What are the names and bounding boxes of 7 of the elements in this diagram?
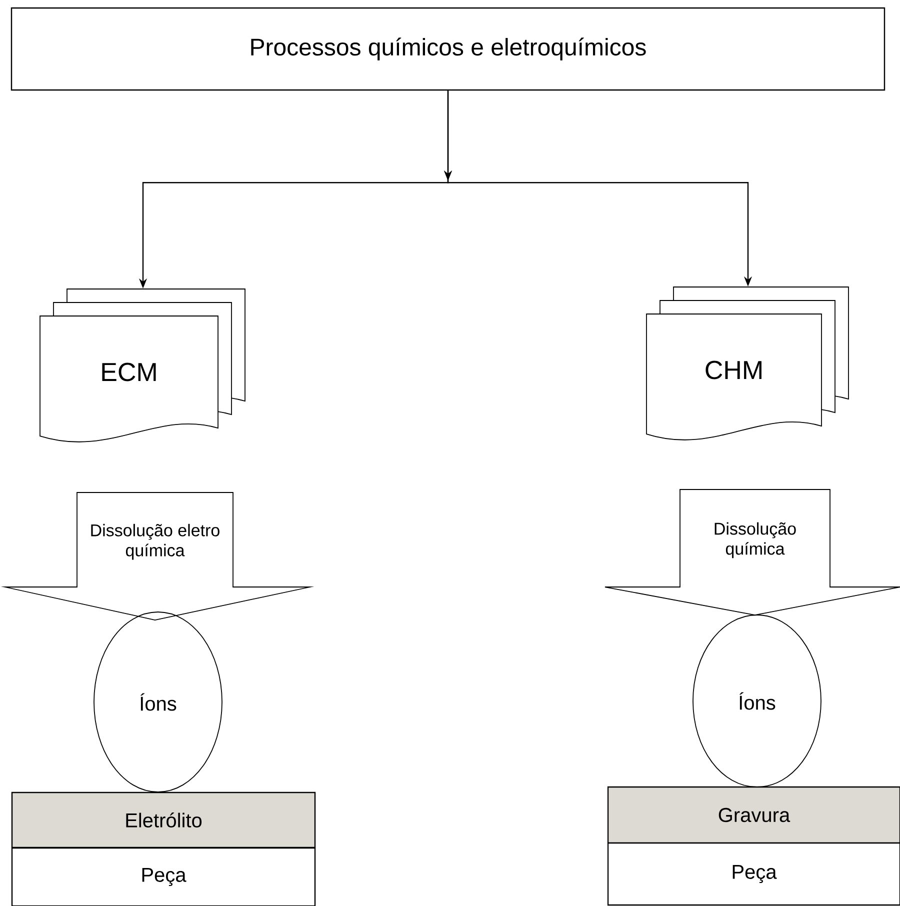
layer-band: Peça (11, 847, 316, 906)
document-stack: CHM (646, 286, 849, 440)
document-stack: ECM (40, 288, 246, 442)
process-box: Processos químicos e eletroquímicos (10, 7, 886, 91)
layer-band: Gravura (607, 786, 900, 844)
layer-band: Peça (607, 842, 900, 906)
layer-band: Eletrólito (11, 792, 316, 848)
